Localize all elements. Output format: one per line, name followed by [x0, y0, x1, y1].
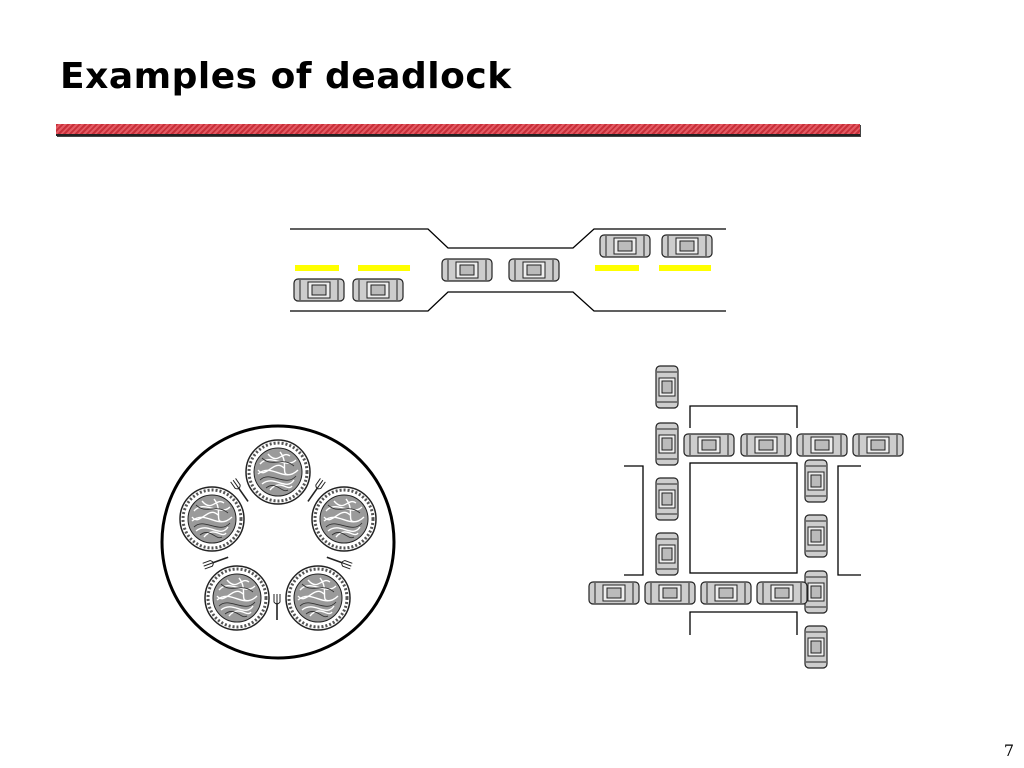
car-icon — [804, 459, 828, 503]
page-number: 7 — [1003, 741, 1014, 760]
lane-marker — [358, 265, 410, 271]
car-icon — [588, 581, 640, 605]
lane-marker — [295, 265, 339, 271]
car-icon — [804, 625, 828, 669]
car-icon — [661, 234, 713, 258]
car-icon — [740, 433, 792, 457]
spaghetti-plate-icon — [178, 485, 246, 553]
dining-philosophers-diagram — [160, 424, 396, 660]
title-underline — [56, 124, 860, 136]
car-icon — [655, 422, 679, 466]
slide-title: Examples of deadlock — [60, 56, 512, 97]
car-icon — [441, 258, 493, 282]
car-icon — [655, 365, 679, 409]
car-icon — [293, 278, 345, 302]
spaghetti-plate-icon — [244, 438, 312, 506]
car-icon — [655, 532, 679, 576]
car-icon — [804, 570, 828, 614]
car-icon — [683, 433, 735, 457]
lane-marker — [595, 265, 639, 271]
car-icon — [508, 258, 560, 282]
narrow-road-diagram — [290, 228, 726, 312]
car-icon — [599, 234, 651, 258]
lane-marker — [659, 265, 711, 271]
spaghetti-plate-icon — [310, 485, 378, 553]
spaghetti-plate-icon — [284, 564, 352, 632]
spaghetti-plate-icon — [203, 564, 271, 632]
car-icon — [655, 477, 679, 521]
car-icon — [796, 433, 848, 457]
car-icon — [644, 581, 696, 605]
car-icon — [700, 581, 752, 605]
car-icon — [852, 433, 904, 457]
car-icon — [756, 581, 808, 605]
gridlock-intersection-diagram — [588, 365, 904, 669]
car-icon — [804, 514, 828, 558]
car-icon — [352, 278, 404, 302]
